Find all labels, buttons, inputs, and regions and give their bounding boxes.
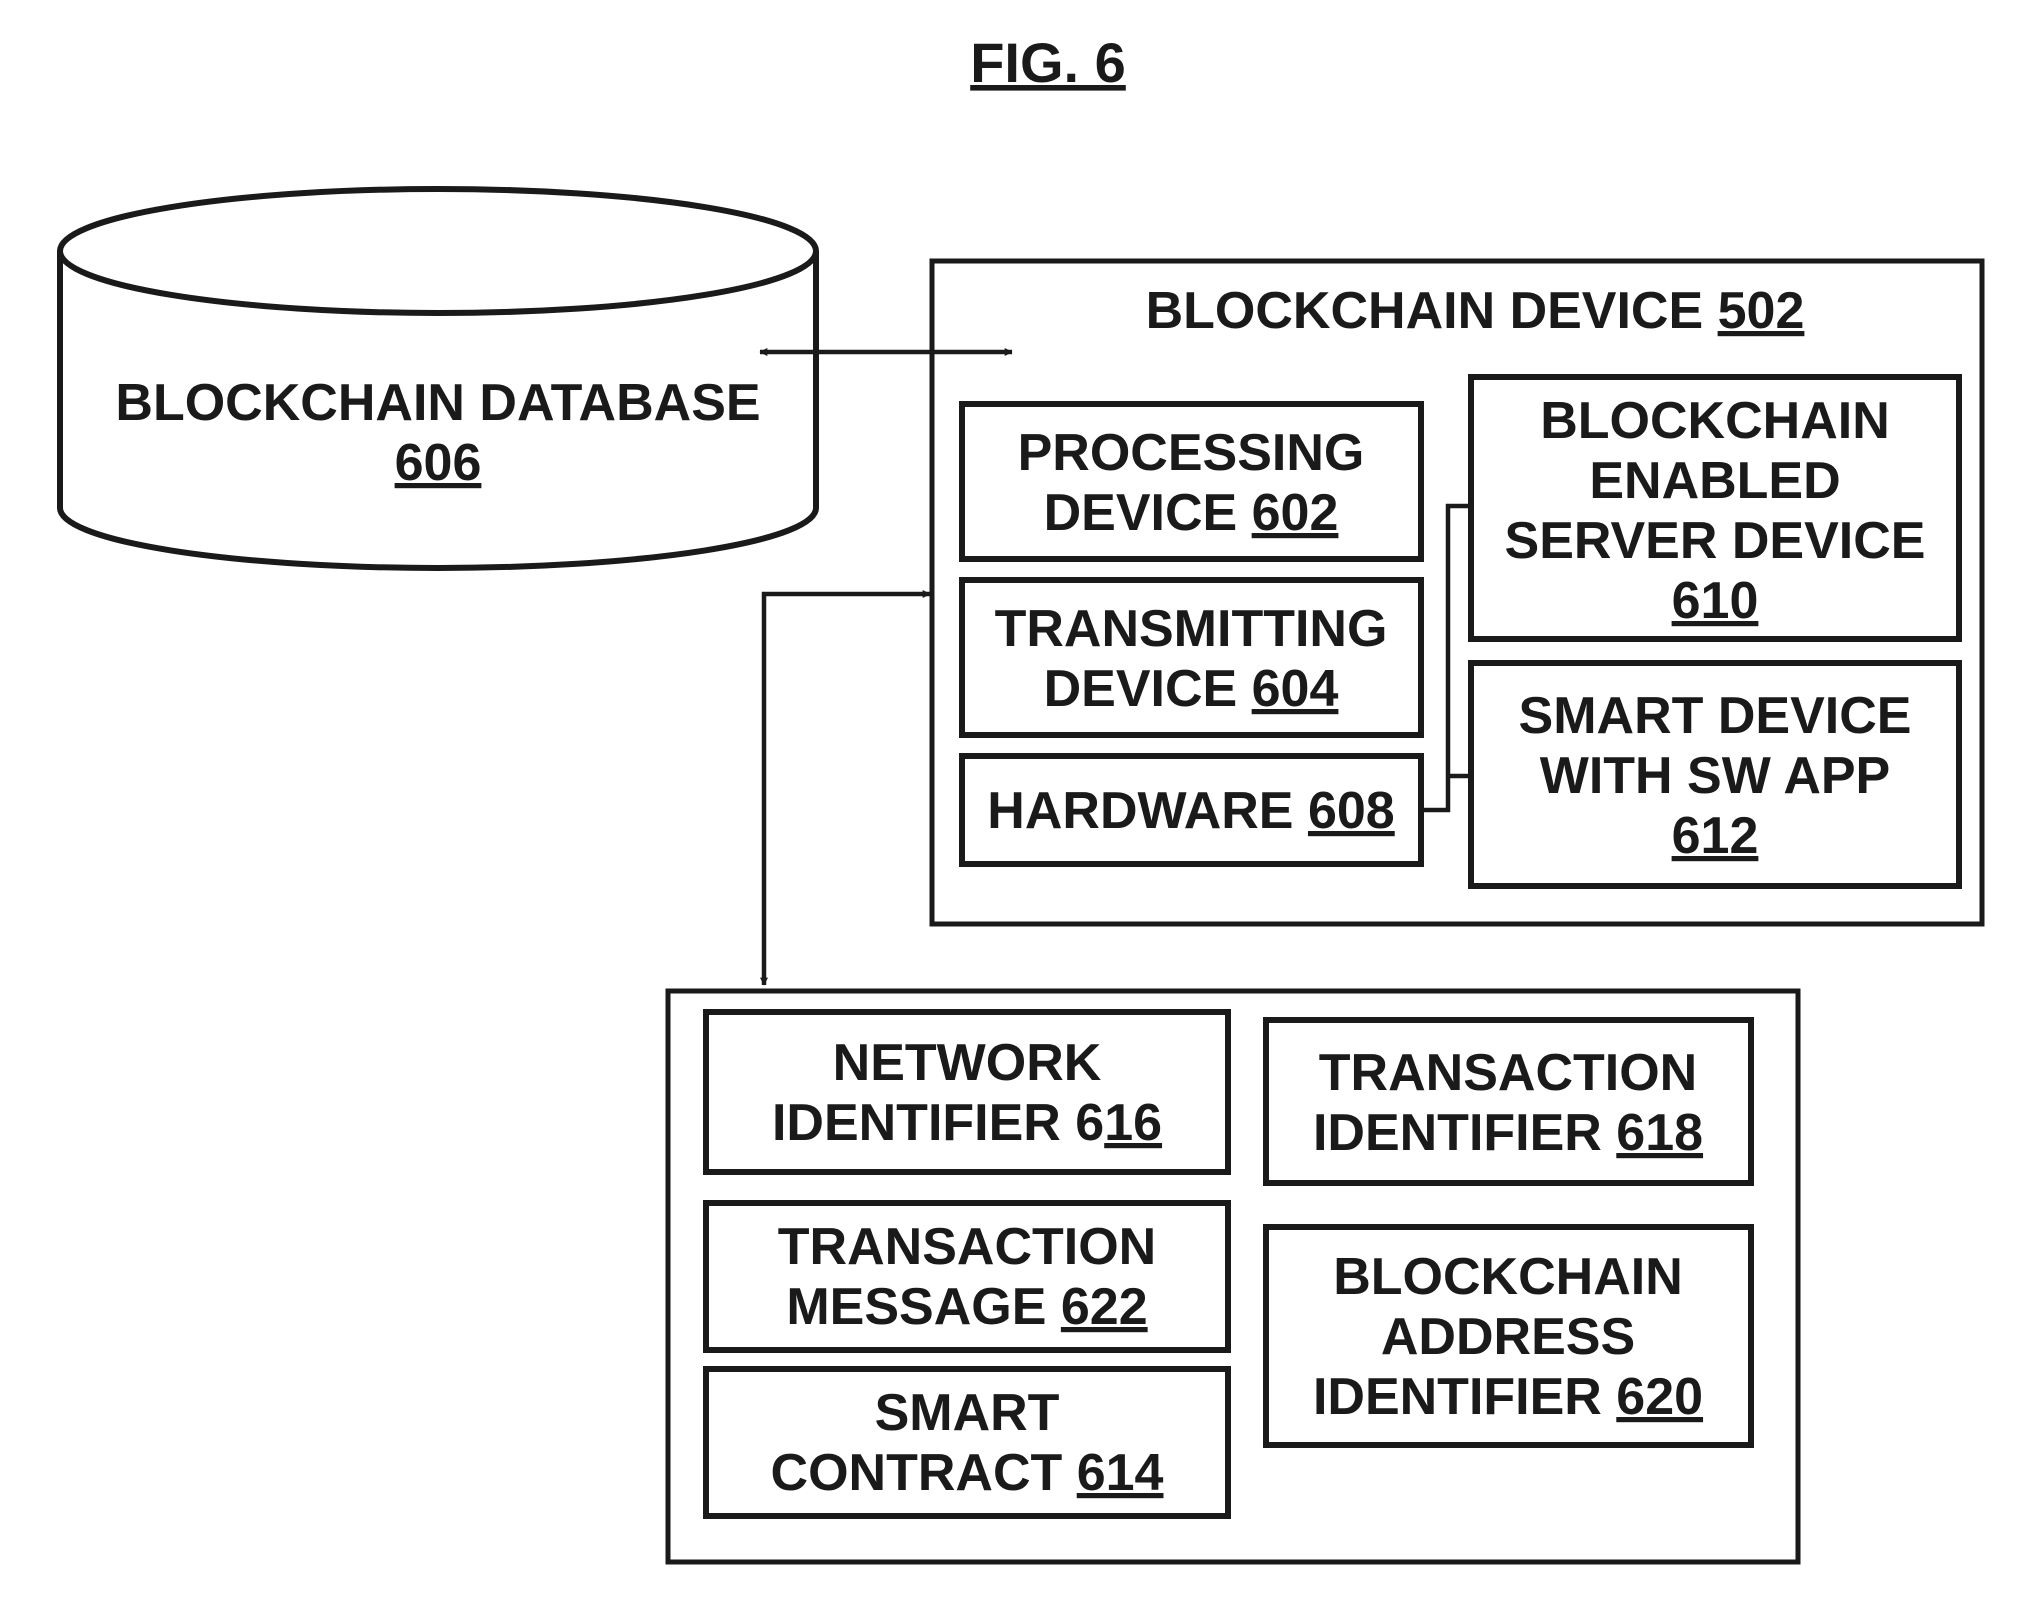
hardware-word: HARDWARE [987, 782, 1293, 840]
transaction-identifier-line2: IDENTIFIER 618 [1313, 1104, 1703, 1162]
transaction-identifier-ref: 618 [1616, 1104, 1703, 1162]
smart-device-line2: WITH SW APP [1540, 747, 1891, 805]
address-identifier-word: IDENTIFIER [1313, 1368, 1602, 1426]
blockchain-device: BLOCKCHAIN DEVICE 502 PROCESSING DEVICE … [932, 261, 1982, 924]
transmitting-device: TRANSMITTING DEVICE 604 [962, 580, 1421, 735]
hardware: HARDWARE 608 [962, 756, 1421, 864]
transaction-identifier: TRANSACTION IDENTIFIER 618 [1266, 1020, 1751, 1183]
transaction-message-ref: 622 [1061, 1278, 1148, 1336]
smart-contract-line1: SMART [875, 1384, 1060, 1442]
transaction-message-line2: MESSAGE 622 [786, 1278, 1147, 1336]
network-identifier-ref: 16 [1104, 1094, 1162, 1152]
database-label: BLOCKCHAIN DATABASE [115, 374, 760, 432]
blockchain-database: BLOCKCHAIN DATABASE 606 [60, 189, 816, 568]
blockchain-enabled-server-device: BLOCKCHAIN ENABLED SERVER DEVICE 610 [1471, 377, 1959, 639]
processing-device-line2: DEVICE 602 [1044, 484, 1339, 542]
transaction-message-word: MESSAGE [786, 1278, 1046, 1336]
internal-bus-connector [1422, 506, 1471, 810]
transaction-identifier-line1: TRANSACTION [1319, 1044, 1697, 1102]
processing-device-line1: PROCESSING [1018, 424, 1365, 482]
transaction-message: TRANSACTION MESSAGE 622 [706, 1203, 1228, 1350]
smart-device-with-sw-app: SMART DEVICE WITH SW APP 612 [1471, 663, 1959, 886]
network-identifier-line2: IDENTIFIER 616 [772, 1094, 1162, 1152]
blockchain-device-label: BLOCKCHAIN DEVICE 502 [1146, 282, 1805, 340]
database-ref: 606 [395, 434, 482, 492]
address-identifier-line3: IDENTIFIER 620 [1313, 1368, 1703, 1426]
smart-contract-ref: 614 [1077, 1444, 1164, 1502]
blockchain-address-identifier: BLOCKCHAIN ADDRESS IDENTIFIER 620 [1266, 1227, 1751, 1445]
smart-contract: SMART CONTRACT 614 [706, 1369, 1228, 1516]
network-identifier-word: IDENTIFIER 6 [772, 1094, 1104, 1152]
address-identifier-line1: BLOCKCHAIN [1333, 1248, 1683, 1306]
smart-device-ref: 612 [1672, 807, 1759, 865]
blockchain-device-ref: 502 [1718, 282, 1805, 340]
server-device-line3: SERVER DEVICE [1505, 512, 1926, 570]
processing-device: PROCESSING DEVICE 602 [962, 404, 1421, 559]
hardware-ref: 608 [1308, 782, 1395, 840]
transaction-message-line1: TRANSACTION [778, 1218, 1156, 1276]
figure-title: FIG. 6 [970, 31, 1126, 94]
network-identifier-line1: NETWORK [833, 1034, 1102, 1092]
address-identifier-line2: ADDRESS [1381, 1308, 1635, 1366]
transmitting-device-line2: DEVICE 604 [1044, 660, 1339, 718]
blockchain-device-name: BLOCKCHAIN DEVICE [1146, 282, 1704, 340]
network-identifier: NETWORK IDENTIFIER 616 [706, 1012, 1228, 1172]
smart-contract-line2: CONTRACT 614 [771, 1444, 1164, 1502]
hardware-label: HARDWARE 608 [987, 782, 1394, 840]
processing-device-ref: 602 [1252, 484, 1339, 542]
server-device-line1: BLOCKCHAIN [1540, 392, 1890, 450]
transaction-data-group: NETWORK IDENTIFIER 616 TRANSACTION IDENT… [668, 991, 1798, 1562]
processing-device-word: DEVICE [1044, 484, 1238, 542]
address-identifier-ref: 620 [1616, 1368, 1703, 1426]
transmitting-device-ref: 604 [1252, 660, 1339, 718]
transmitting-device-line1: TRANSMITTING [995, 600, 1388, 658]
device-data-connector [764, 594, 930, 985]
smart-device-line1: SMART DEVICE [1519, 687, 1912, 745]
transmitting-device-word: DEVICE [1044, 660, 1238, 718]
transaction-identifier-word: IDENTIFIER [1313, 1104, 1602, 1162]
server-device-ref: 610 [1672, 572, 1759, 630]
server-device-line2: ENABLED [1589, 452, 1840, 510]
smart-contract-word: CONTRACT [771, 1444, 1063, 1502]
database-cylinder-top [60, 189, 816, 313]
